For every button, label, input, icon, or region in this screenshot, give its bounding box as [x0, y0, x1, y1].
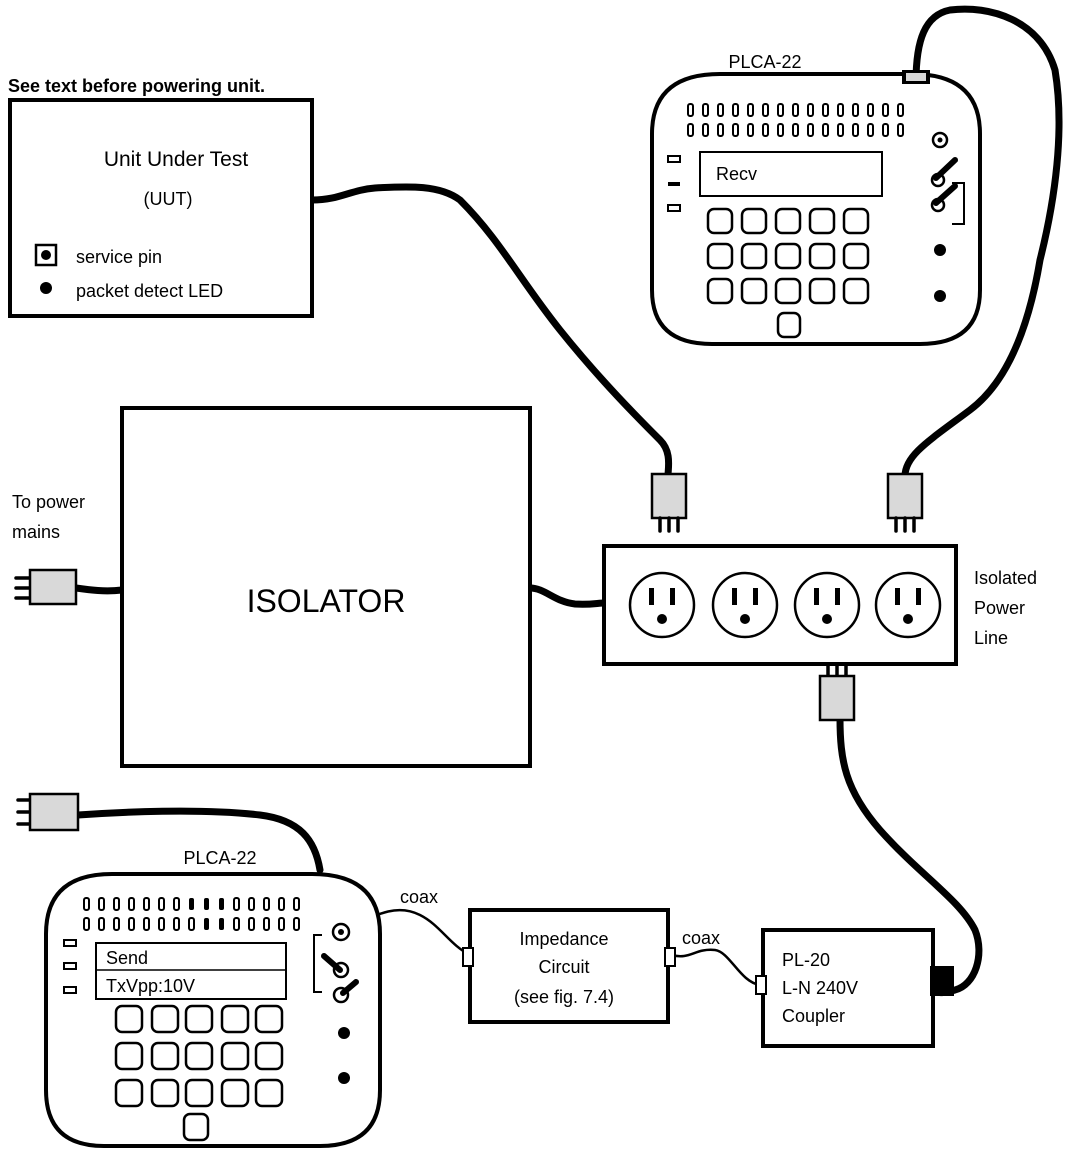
- outlet-1: [628, 571, 696, 639]
- impedance-line2: Circuit: [538, 957, 589, 977]
- mains-plug: [14, 568, 78, 606]
- uut-legend-led-label: packet detect LED: [76, 281, 223, 301]
- sender-side-leds: [63, 939, 77, 994]
- coupler-line1: PL-20: [782, 950, 830, 970]
- receiver-controls: [930, 131, 965, 302]
- isolator-strip-cable: [526, 584, 608, 608]
- receiver-display-text: Recv: [716, 164, 757, 184]
- sender-led-row-1: [83, 897, 300, 911]
- sender-name: PLCA-22: [183, 848, 256, 868]
- strip-label-line3: Line: [974, 628, 1008, 648]
- sender-device: [44, 872, 382, 1148]
- receiver-led-row-2: [687, 123, 904, 137]
- impedance-port-right: [664, 947, 676, 967]
- service-pin-icon: [34, 243, 58, 267]
- coax-label-1: coax: [400, 887, 438, 907]
- coupler-plug: [818, 664, 856, 722]
- impedance-line1: Impedance: [519, 929, 608, 949]
- led-icon: [40, 282, 52, 294]
- coupler-line2: L-N 240V: [782, 978, 858, 998]
- receiver-plug: [886, 472, 924, 533]
- coupler-line3: Coupler: [782, 1006, 845, 1026]
- strip-label-line2: Power: [974, 598, 1025, 618]
- coupler-connector: [930, 966, 954, 996]
- sender-mains-plug: [16, 792, 80, 832]
- impedance-port-left: [462, 947, 474, 967]
- sender-display-line1: Send: [106, 948, 148, 968]
- strip-label-line1: Isolated: [974, 568, 1037, 588]
- isolator-label: ISOLATOR: [247, 583, 406, 619]
- sender-controls: [313, 922, 359, 1084]
- mains-label-line2: mains: [12, 522, 60, 542]
- sender-mains-cable: [74, 807, 324, 874]
- outlet-4: [874, 571, 942, 639]
- uut-plug: [650, 472, 688, 533]
- uut-title: Unit Under Test: [104, 148, 249, 171]
- impedance-line3: (see fig. 7.4): [514, 987, 614, 1007]
- isolator-mains-cable: [72, 584, 126, 595]
- uut-cable: [308, 183, 673, 480]
- outlet-2: [711, 571, 779, 639]
- receiver-name: PLCA-22: [728, 52, 801, 72]
- receiver-keypad: [706, 207, 870, 339]
- mains-label-line1: To power: [12, 492, 85, 512]
- uut-abbrev: (UUT): [144, 189, 193, 209]
- sender-display: [95, 942, 287, 1000]
- receiver-connector: [902, 70, 930, 84]
- coupler-box: [761, 928, 935, 1048]
- coax-label-2: coax: [682, 928, 720, 948]
- outlet-3: [793, 571, 861, 639]
- uut-legend-service-pin-label: service pin: [76, 247, 162, 267]
- receiver-display: [699, 151, 883, 197]
- sender-keypad: [114, 1004, 284, 1142]
- receiver-side-leds: [667, 155, 681, 212]
- sender-led-row-2: [83, 917, 300, 931]
- uut-box: [8, 98, 314, 318]
- coax-cable-2: [671, 948, 761, 987]
- receiver-cable: [901, 5, 1063, 480]
- sender-display-line2: TxVpp:10V: [106, 976, 195, 996]
- coupler-port-left: [755, 975, 767, 995]
- isolator-box: [120, 406, 532, 768]
- receiver-led-row-1: [687, 103, 904, 117]
- warning-text: See text before powering unit.: [8, 76, 265, 96]
